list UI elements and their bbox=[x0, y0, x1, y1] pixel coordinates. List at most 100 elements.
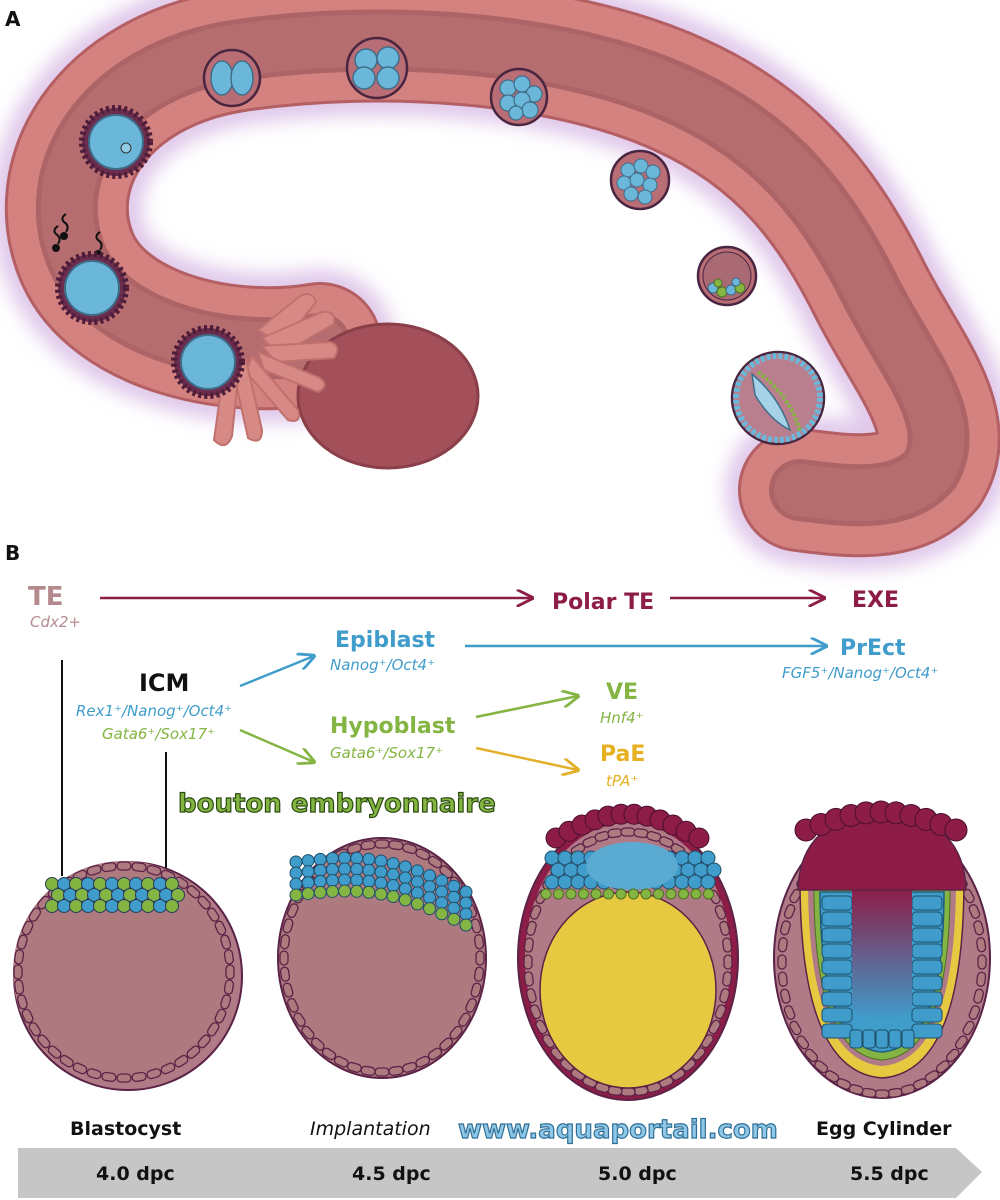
eight-cell-embryo bbox=[489, 67, 549, 127]
epiblast-cell bbox=[362, 885, 376, 899]
epiblast-cell bbox=[911, 943, 943, 959]
oocyte-with-cumulus-2 bbox=[55, 251, 129, 325]
epiblast-cell bbox=[301, 887, 315, 901]
epiblast-cell bbox=[423, 891, 437, 905]
te-cell bbox=[954, 1035, 968, 1050]
te-cell bbox=[777, 954, 787, 970]
epiblast-cell bbox=[674, 874, 690, 890]
te-cell bbox=[174, 1054, 189, 1068]
te-cell bbox=[223, 979, 234, 995]
epiblast-cell bbox=[362, 863, 376, 877]
te-cell bbox=[427, 855, 443, 869]
lineage-arrows bbox=[100, 598, 826, 770]
epiblast-cell bbox=[423, 902, 437, 916]
epiblast-cell bbox=[888, 1029, 902, 1049]
te-cell bbox=[86, 1068, 102, 1080]
epiblast-cell bbox=[398, 860, 412, 874]
te-cell bbox=[59, 1054, 74, 1068]
ve-cell bbox=[640, 888, 652, 900]
epiblast-cell bbox=[459, 907, 473, 921]
te-cell bbox=[282, 982, 294, 998]
oviduct-diagram bbox=[0, 0, 1000, 571]
te-cell bbox=[16, 934, 28, 950]
ve-cell bbox=[553, 888, 564, 900]
te-cell bbox=[620, 1087, 636, 1097]
te-cell bbox=[415, 848, 431, 861]
parietal-endoderm-cavity bbox=[539, 891, 717, 1089]
epiblast-cell bbox=[398, 893, 412, 907]
implanting-blastocyst bbox=[730, 350, 826, 446]
epiblast-cell bbox=[911, 1023, 943, 1039]
icm-cell bbox=[153, 899, 167, 913]
te-marker: Cdx2+ bbox=[30, 613, 81, 631]
epiblast-cell bbox=[350, 851, 364, 865]
te-cell bbox=[722, 937, 733, 953]
te-cell bbox=[620, 827, 636, 837]
epiblast-cell bbox=[821, 943, 853, 959]
te-cell bbox=[146, 1068, 162, 1080]
te-cell bbox=[197, 895, 211, 910]
epiblast-cell bbox=[821, 911, 853, 927]
te-cell bbox=[777, 937, 788, 953]
epiblast-cell bbox=[459, 885, 473, 899]
ve-cell bbox=[615, 888, 627, 900]
epiblast-cell bbox=[410, 886, 424, 900]
epiblast-cell bbox=[386, 857, 400, 871]
epiblast-cell bbox=[374, 887, 388, 901]
epiblast-cell bbox=[313, 852, 327, 866]
ve-cell bbox=[703, 888, 714, 900]
proamniotic-cavity bbox=[852, 888, 912, 1020]
te-cell bbox=[14, 949, 25, 965]
te-cell bbox=[529, 1004, 542, 1020]
epiblast-cell bbox=[423, 880, 437, 894]
te-cell bbox=[887, 1087, 903, 1098]
te-cell bbox=[86, 864, 102, 876]
ve-cell bbox=[678, 888, 689, 900]
epiblast-hypoblast-layer bbox=[289, 851, 473, 932]
epiblast-cell bbox=[911, 911, 943, 927]
dpc-label-5-0: 5.0 dpc bbox=[598, 1163, 677, 1185]
epiblast-cell bbox=[325, 873, 339, 887]
timeline-arrow bbox=[18, 1148, 982, 1198]
ve-cell bbox=[590, 888, 602, 900]
te-cell bbox=[131, 1071, 147, 1082]
epiblast-cell bbox=[447, 901, 461, 915]
epiblast-cell bbox=[289, 855, 303, 869]
te-cell bbox=[279, 934, 291, 950]
exe-label: EXE bbox=[852, 588, 899, 613]
ve-cell bbox=[565, 888, 577, 900]
te-cell bbox=[225, 964, 235, 980]
dpc-label-4-5: 4.5 dpc bbox=[352, 1163, 431, 1185]
ve-cell bbox=[665, 888, 677, 900]
epiblast-cell bbox=[700, 874, 716, 890]
te-cell bbox=[475, 950, 485, 966]
dpc-label-4-0: 4.0 dpc bbox=[96, 1163, 175, 1185]
ve-cell bbox=[540, 888, 552, 900]
epiblast-cell bbox=[301, 865, 315, 879]
morula bbox=[609, 149, 671, 211]
epiblast-cell bbox=[313, 885, 327, 899]
te-label: TE bbox=[28, 582, 64, 612]
te-cell bbox=[116, 1073, 132, 1083]
te-cell bbox=[470, 918, 482, 934]
epiblast-cell bbox=[301, 854, 315, 868]
epiblast-cell bbox=[423, 869, 437, 883]
extraembryonic-ectoderm bbox=[545, 803, 710, 849]
epiblast-cell bbox=[325, 851, 339, 865]
te-cell bbox=[220, 994, 232, 1010]
te-cell bbox=[719, 988, 731, 1004]
te-cell bbox=[779, 988, 791, 1004]
embryo-blastocyst bbox=[13, 861, 243, 1091]
pae-marker: tPA⁺ bbox=[606, 772, 638, 790]
te-cell bbox=[977, 954, 987, 970]
te-cell bbox=[525, 920, 537, 936]
te-cell bbox=[968, 904, 981, 919]
te-cell bbox=[101, 1071, 117, 1082]
epiblast-cell bbox=[289, 877, 303, 891]
epiblast-cell bbox=[821, 975, 853, 991]
te-cell bbox=[374, 1067, 390, 1077]
epiblast-cell bbox=[911, 959, 943, 975]
te-cell bbox=[824, 1070, 840, 1083]
epiblast-cell bbox=[435, 874, 449, 888]
